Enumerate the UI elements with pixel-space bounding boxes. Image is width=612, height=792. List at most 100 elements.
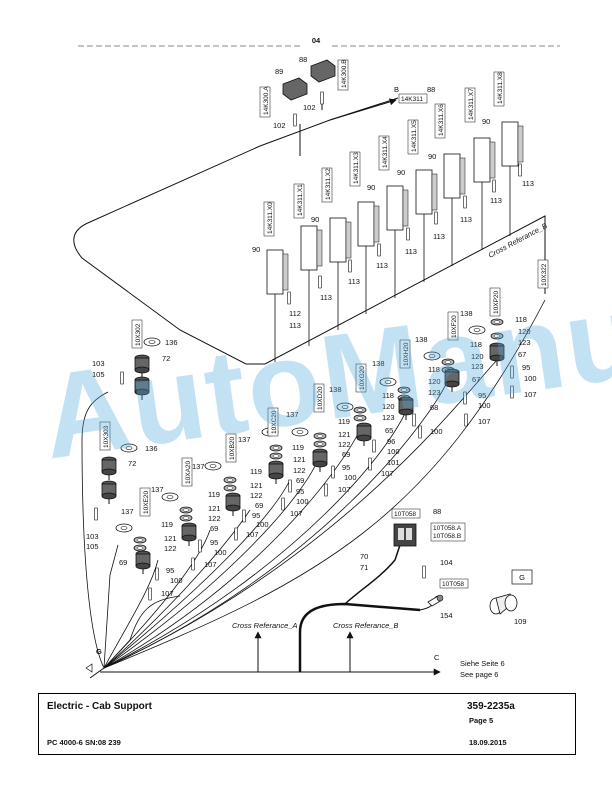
connector-tags: 14K300.A 14K300.B 14K311 14K311.X0 14K31… <box>99 59 549 589</box>
svg-text:10XP20: 10XP20 <box>493 290 500 314</box>
arrow-g-label: G <box>96 647 102 656</box>
cross-ref-b-vertical: Cross Referance_B <box>487 221 549 260</box>
cross-ref-a: Cross Referance_A <box>232 621 297 630</box>
svg-text:100: 100 <box>256 520 269 529</box>
svg-text:10XC20: 10XC20 <box>271 410 278 434</box>
svg-text:112: 112 <box>289 309 301 318</box>
svg-text:102: 102 <box>303 103 316 112</box>
svg-text:95: 95 <box>342 463 350 472</box>
svg-text:118: 118 <box>428 365 440 374</box>
ground-bundle <box>81 299 546 669</box>
svg-text:10T058: 10T058 <box>394 511 416 518</box>
svg-text:14K311.X0: 14K311.X0 <box>267 202 274 234</box>
svg-text:113: 113 <box>490 196 502 205</box>
svg-text:119: 119 <box>292 443 304 452</box>
svg-text:10X303: 10X303 <box>103 425 110 448</box>
svg-text:10T058.A: 10T058.A <box>433 525 462 532</box>
top-number: 04 <box>312 36 321 45</box>
svg-text:119: 119 <box>250 467 262 476</box>
arrow-b-label: B <box>394 85 399 94</box>
relay-connector-88 <box>310 59 336 83</box>
svg-text:113: 113 <box>405 247 417 256</box>
svg-text:14K311.X2: 14K311.X2 <box>325 168 332 200</box>
svg-text:121: 121 <box>293 455 306 464</box>
svg-text:90: 90 <box>311 215 319 224</box>
svg-text:69: 69 <box>255 501 263 510</box>
svg-text:105: 105 <box>92 370 105 379</box>
svg-text:88: 88 <box>433 507 441 516</box>
top-dimension: 04 <box>78 36 560 47</box>
svg-text:137: 137 <box>121 507 134 516</box>
cross-ref-cable <box>298 544 439 672</box>
svg-text:137: 137 <box>151 485 164 494</box>
axis-lines <box>89 631 441 679</box>
svg-text:14K311.X7: 14K311.X7 <box>468 88 475 120</box>
svg-text:119: 119 <box>161 520 173 529</box>
svg-text:120: 120 <box>518 327 531 336</box>
svg-text:69: 69 <box>119 558 127 567</box>
relay-connector-89 <box>282 77 308 101</box>
svg-text:113: 113 <box>522 179 534 188</box>
arrow-b <box>329 98 397 121</box>
svg-text:113: 113 <box>320 293 332 302</box>
svg-text:72: 72 <box>162 354 170 363</box>
g-box-label: G <box>519 573 525 582</box>
svg-text:138: 138 <box>460 309 473 318</box>
svg-text:123: 123 <box>382 413 395 422</box>
svg-text:118: 118 <box>382 391 394 400</box>
svg-text:100: 100 <box>430 427 443 436</box>
svg-text:107: 107 <box>524 390 537 399</box>
svg-text:105: 105 <box>86 542 99 551</box>
svg-text:10XB20: 10XB20 <box>229 436 236 460</box>
svg-text:88: 88 <box>427 85 435 94</box>
connector-10t058 <box>393 523 417 547</box>
svg-text:88: 88 <box>299 55 307 64</box>
svg-text:96: 96 <box>387 437 395 446</box>
footer-date: 18.09.2015 <box>469 738 507 747</box>
svg-text:109: 109 <box>514 617 527 626</box>
svg-text:122: 122 <box>293 466 306 475</box>
g-box <box>511 569 533 585</box>
svg-text:138: 138 <box>372 359 385 368</box>
svg-text:90: 90 <box>482 117 490 126</box>
svg-text:69: 69 <box>210 524 218 533</box>
svg-text:137: 137 <box>192 462 205 471</box>
footer-page: Page 5 <box>469 716 494 725</box>
svg-text:14K311.X6: 14K311.X6 <box>438 104 445 136</box>
svg-text:90: 90 <box>397 168 405 177</box>
svg-text:107: 107 <box>338 485 351 494</box>
svg-text:121: 121 <box>208 504 221 513</box>
svg-text:123: 123 <box>471 362 484 371</box>
svg-text:10X322: 10X322 <box>541 263 548 286</box>
callouts: 89 88 102 102 88 90 90 90 90 90 90 113 1… <box>86 55 537 626</box>
svg-text:137: 137 <box>286 410 299 419</box>
svg-text:89: 89 <box>275 67 283 76</box>
svg-text:119: 119 <box>338 417 350 426</box>
svg-text:95: 95 <box>210 538 218 547</box>
svg-text:118: 118 <box>515 315 527 324</box>
svg-text:10XG20: 10XG20 <box>359 366 366 390</box>
svg-text:154: 154 <box>440 611 453 620</box>
svg-text:113: 113 <box>289 321 301 330</box>
svg-text:10XF20: 10XF20 <box>451 315 458 338</box>
svg-text:122: 122 <box>164 544 177 553</box>
svg-text:14K300.A: 14K300.A <box>263 86 270 115</box>
svg-text:100: 100 <box>296 497 309 506</box>
svg-text:119: 119 <box>208 490 220 499</box>
svg-text:107: 107 <box>161 589 174 598</box>
svg-text:113: 113 <box>376 261 388 270</box>
svg-text:103: 103 <box>86 532 99 541</box>
relay-drop-lines <box>274 166 511 362</box>
svg-text:10X302: 10X302 <box>135 323 142 346</box>
svg-text:100: 100 <box>524 374 537 383</box>
svg-text:120: 120 <box>428 377 441 386</box>
svg-text:10XD20: 10XD20 <box>317 386 324 410</box>
svg-text:118: 118 <box>470 340 482 349</box>
svg-text:10XA20: 10XA20 <box>185 460 192 484</box>
svg-text:103: 103 <box>92 359 105 368</box>
svg-text:104: 104 <box>440 558 453 567</box>
svg-text:123: 123 <box>428 388 441 397</box>
svg-text:14K311.X5: 14K311.X5 <box>411 120 418 152</box>
svg-text:123: 123 <box>518 338 531 347</box>
